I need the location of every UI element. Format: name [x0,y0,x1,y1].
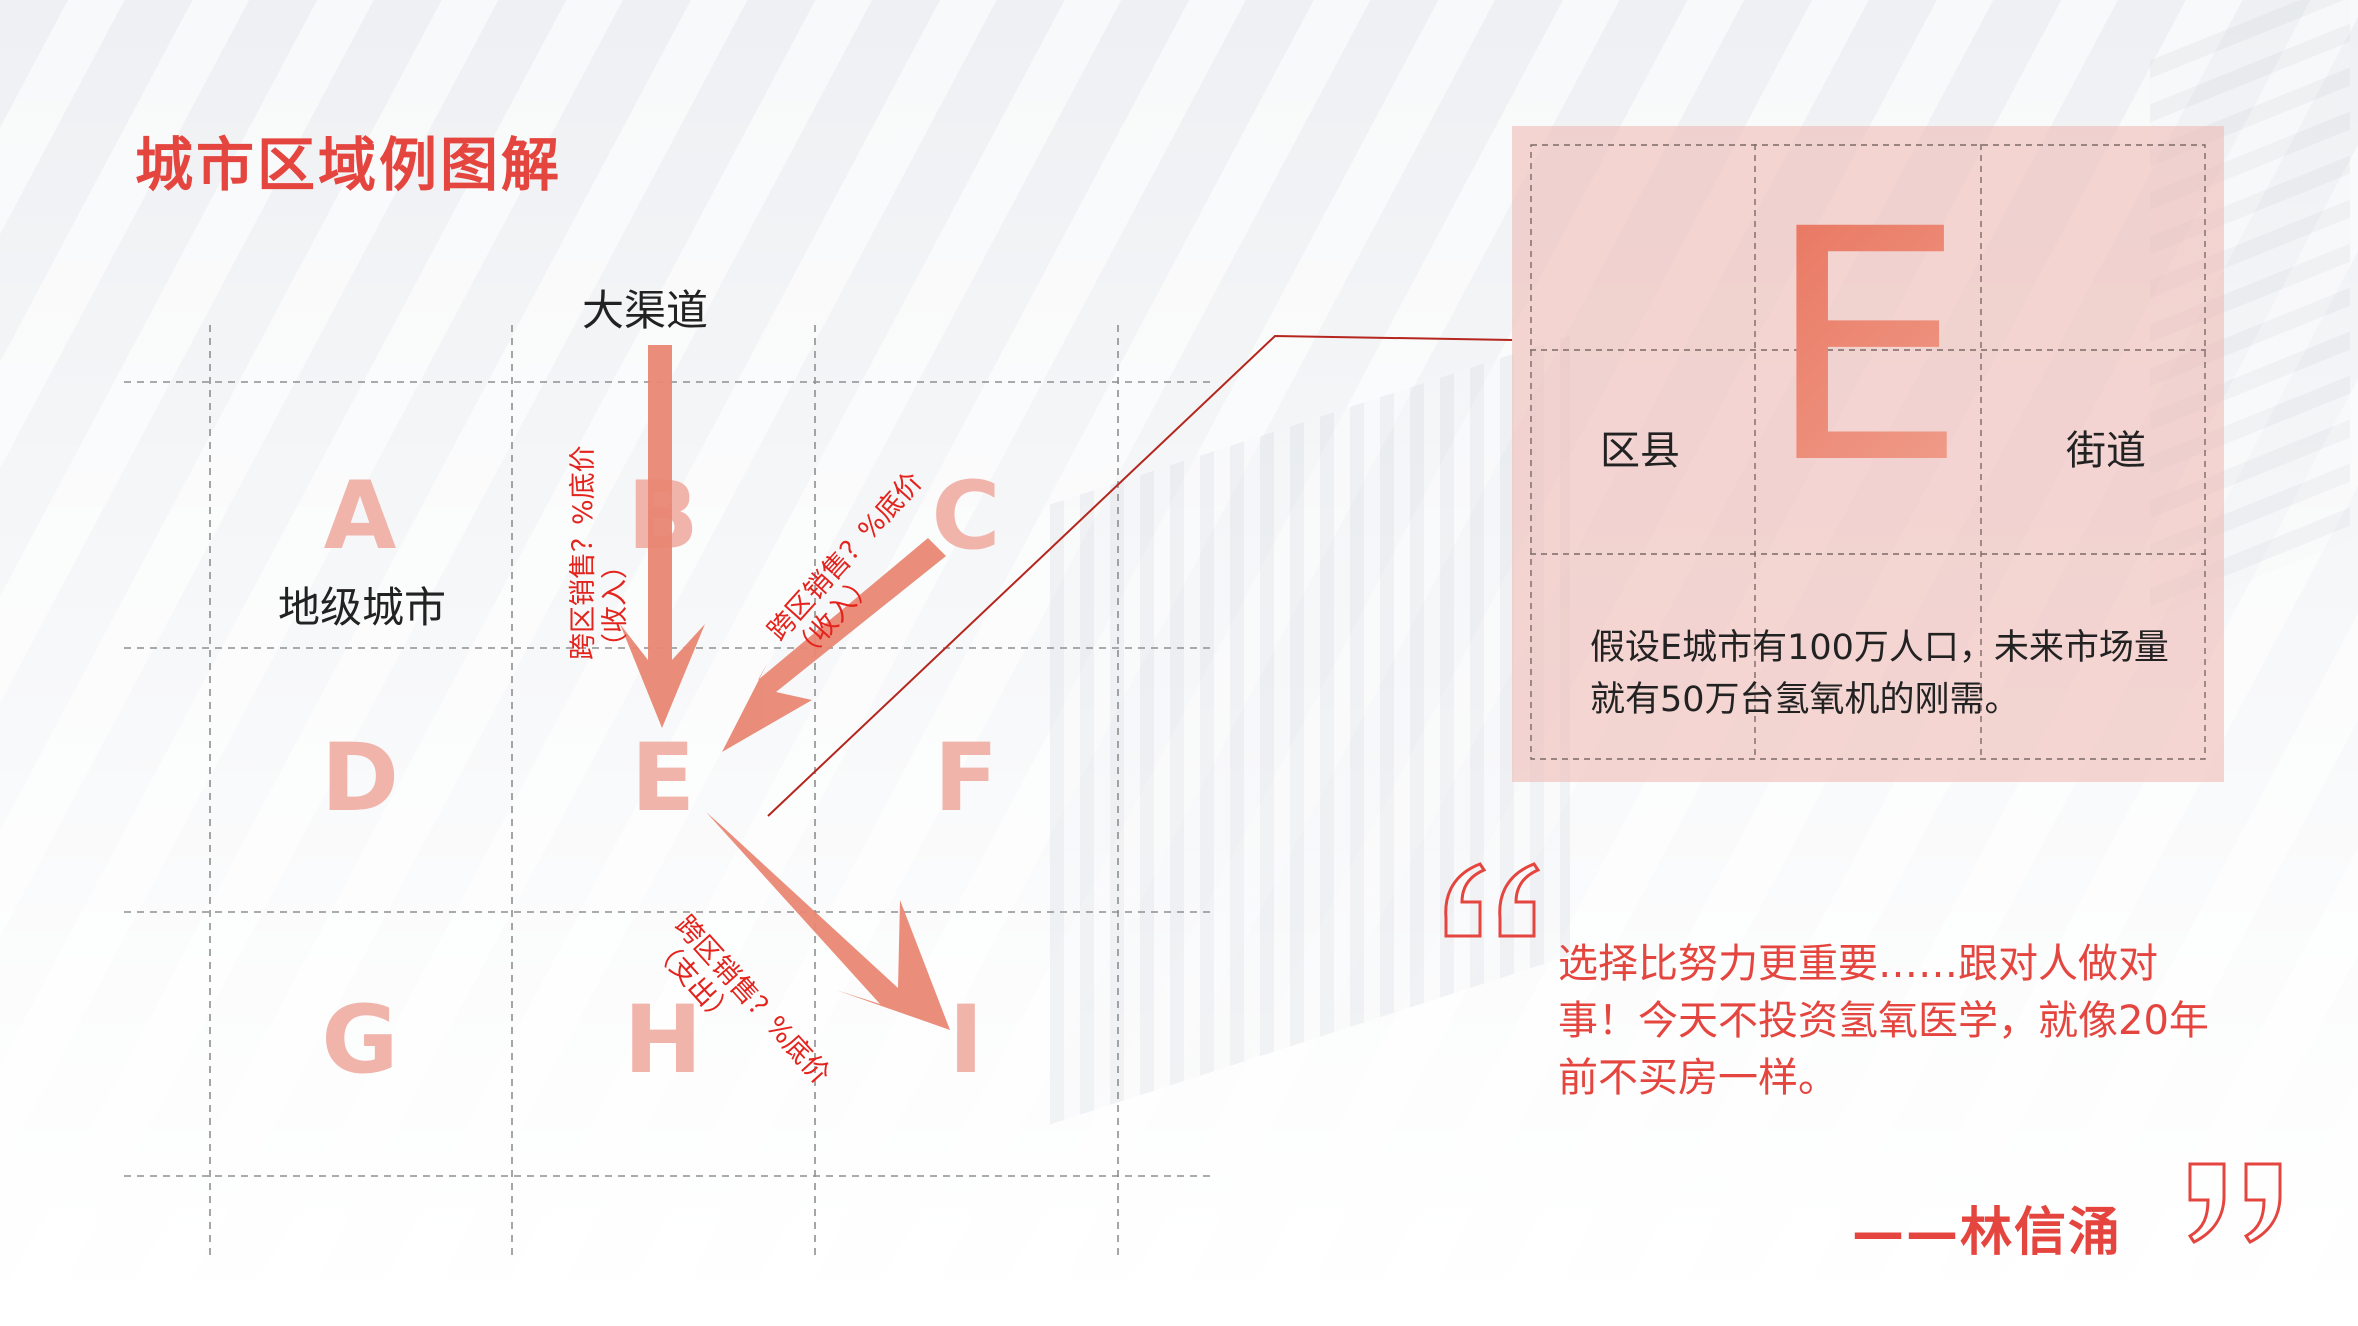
cell-letter-c: C [931,462,1001,571]
street-label: 街道 [2066,428,2146,474]
prefecture-city-label: 地级城市 [278,583,447,632]
county-label: 区县 [1600,428,1680,474]
panel-grid [1530,144,2206,760]
cell-letter-a: A [323,462,397,571]
quote-text: 选择比努力更重要……跟对人做对事！今天不投资氢氧医学，就像20年前不买房一样。 [1558,941,2209,1101]
page-title: 城市区域例图解 [135,131,563,199]
quote-author: ——林信涌 [1852,1203,2123,1263]
cell-letter-i: I [948,986,984,1095]
close-quote-icon [2187,1162,2282,1244]
open-quote-icon [1444,862,1541,938]
arrow-c-to-e [722,538,946,752]
cell-letter-e: E [630,724,696,833]
arrow-b-label: 跨区销售？%底价 （收入） [568,445,631,660]
arrow-e-to-i [706,812,950,1030]
district-panel [1512,126,2224,782]
cell-letter-g: G [321,986,399,1095]
panel-description: 假设E城市有100万人口，未来市场量就有50万台氢氧机的刚需。 [1590,628,2169,720]
panel-big-letter: E [1765,162,1968,534]
arrow-b-to-e [620,345,705,728]
cell-letter-d: D [320,724,400,833]
cell-letter-f: F [933,724,999,833]
cell-letter-h: H [623,986,703,1095]
channel-label: 大渠道 [582,286,709,335]
